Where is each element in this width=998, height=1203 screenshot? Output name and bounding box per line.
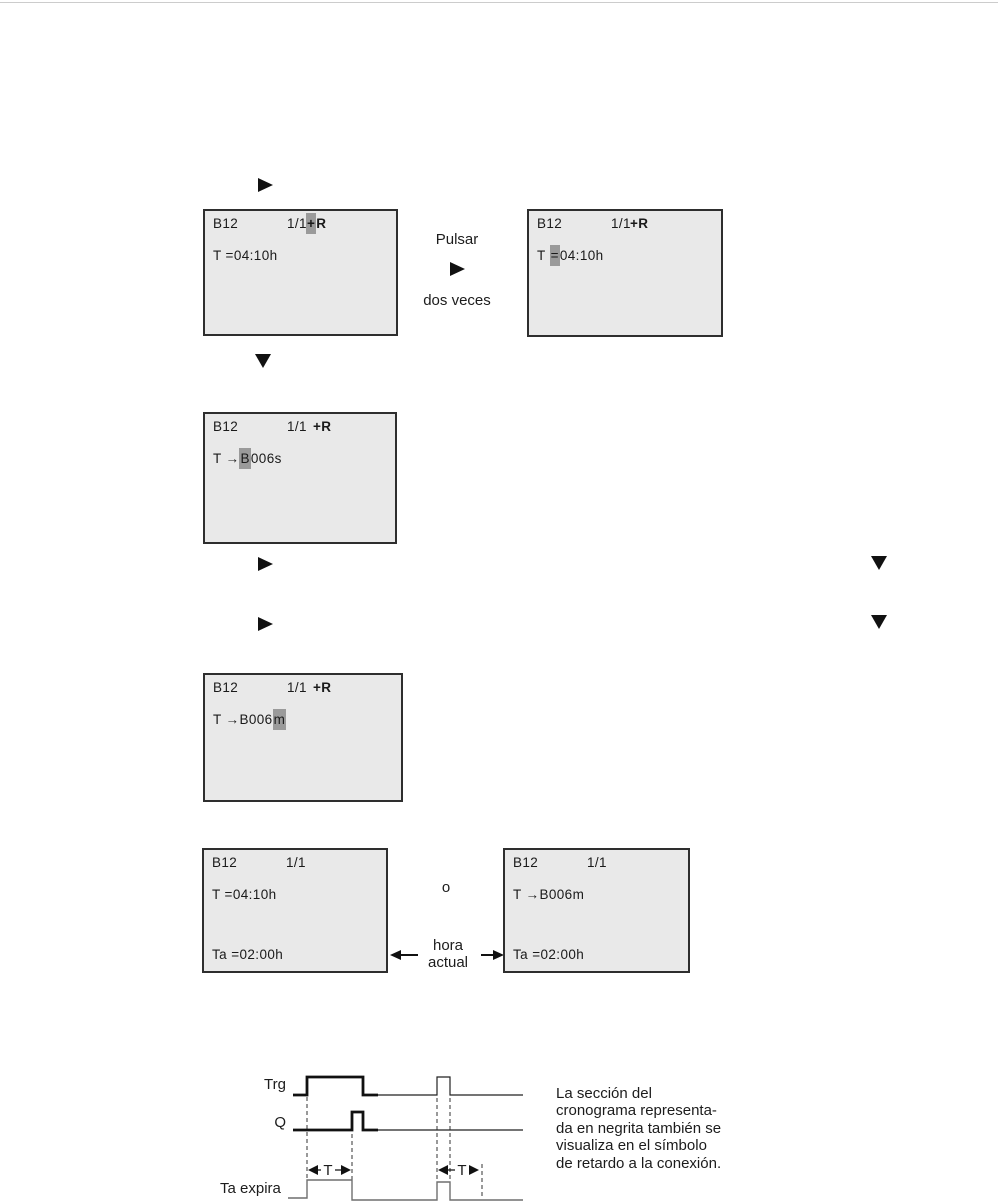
- cursor-down-icon: [871, 615, 887, 629]
- lcd-screen-4: B12 1/1 +R T →B006m: [203, 673, 403, 802]
- lcd-screen-3: B12 1/1 +R T →B006s: [203, 412, 397, 544]
- instruction-caption: Pulsar dos veces: [412, 231, 502, 309]
- caption-hora-actual: hora actual: [427, 937, 469, 971]
- caption-or: o: [441, 879, 451, 896]
- current-time-line: Ta =02:00h: [212, 947, 284, 962]
- diagram-note: La sección del cronograma representa- da…: [556, 1085, 722, 1172]
- arrow-right-shaft: [481, 954, 495, 956]
- lcd-screen-1: B12 1/1 +R T =04:10h: [203, 209, 398, 336]
- t-label-backing: [455, 1161, 469, 1178]
- cursor-right-icon: [258, 178, 273, 192]
- block-page: 1/1: [287, 216, 307, 231]
- block-name: B12: [213, 680, 239, 695]
- cursor-down-icon: [255, 354, 271, 368]
- block-name: B12: [212, 855, 238, 870]
- lcd-screen-5: B12 1/1 T =04:10h Ta =02:00h: [202, 848, 388, 973]
- trg-label: Trg: [264, 1076, 286, 1093]
- trg-wave-bold: [293, 1075, 378, 1097]
- cursor-down-icon: [871, 556, 887, 570]
- arrow-right-icon: [493, 950, 504, 960]
- trg-wave-thin: [378, 1076, 523, 1096]
- cursor-right-icon: [258, 557, 273, 571]
- parameter-line: T =04:10h: [212, 887, 277, 902]
- retentivity-flag: +R: [313, 419, 332, 434]
- block-name: B12: [537, 216, 563, 231]
- block-page: 1/1: [611, 216, 631, 231]
- parameter-line: T →B006m: [213, 709, 287, 730]
- parameter-line: T =04:10h: [213, 248, 278, 263]
- arrow-left-icon: [438, 1165, 448, 1175]
- page-top-rule: [0, 2, 998, 3]
- lcd-screen-2: B12 1/1 +R T =04:10h: [527, 209, 723, 337]
- parameter-line: T →B006s: [213, 448, 282, 469]
- arrow-left-icon: [308, 1165, 318, 1175]
- t-label: T: [323, 1162, 332, 1179]
- arrow-right-icon: [341, 1165, 351, 1175]
- retentivity-flag: +R: [306, 213, 326, 234]
- block-name: B12: [213, 216, 239, 231]
- q-wave-bold: [293, 1110, 378, 1132]
- timing-diagram: T T Trg Q Ta expira: [220, 1075, 523, 1201]
- cursor-right-icon: [258, 617, 273, 631]
- ta-expira-label: Ta expira: [220, 1180, 282, 1197]
- block-page: 1/1: [587, 855, 607, 870]
- block-name: B12: [513, 855, 539, 870]
- block-page: 1/1: [286, 855, 306, 870]
- retentivity-flag: +R: [313, 680, 332, 695]
- caption-dos-veces: dos veces: [423, 292, 491, 309]
- block-page: 1/1: [287, 680, 307, 695]
- block-name: B12: [213, 419, 239, 434]
- t-label-backing: [321, 1161, 335, 1178]
- t-label: T: [457, 1162, 466, 1179]
- retentivity-flag: +R: [630, 216, 649, 231]
- ta-wave: [288, 1179, 523, 1201]
- current-time-line: Ta =02:00h: [513, 947, 585, 962]
- q-label: Q: [274, 1114, 286, 1131]
- arrow-left-icon: [390, 950, 401, 960]
- block-page: 1/1: [287, 419, 307, 434]
- arrow-right-icon: [469, 1165, 479, 1175]
- parameter-line: T →B006m: [513, 887, 585, 902]
- arrow-left-shaft: [399, 954, 418, 956]
- parameter-line: T =04:10h: [537, 245, 604, 266]
- lcd-screen-6: B12 1/1 T →B006m Ta =02:00h: [503, 848, 690, 973]
- caption-pulsar: Pulsar: [435, 231, 479, 248]
- cursor-right-icon: [450, 262, 465, 276]
